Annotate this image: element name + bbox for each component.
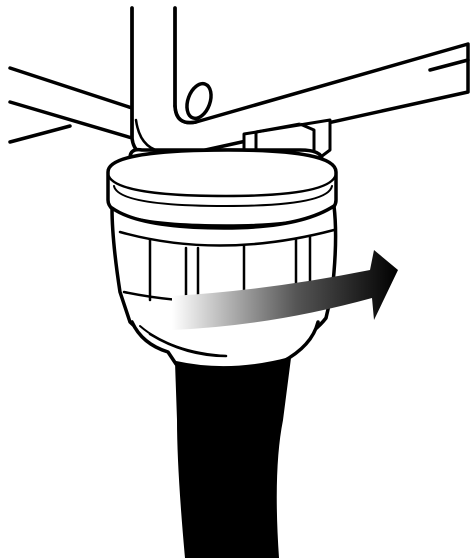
mounting-bracket-icon xyxy=(8,6,470,162)
cable-gland-icon xyxy=(106,147,338,371)
rotate-arrow-icon xyxy=(172,250,398,330)
cable-icon xyxy=(174,356,292,558)
